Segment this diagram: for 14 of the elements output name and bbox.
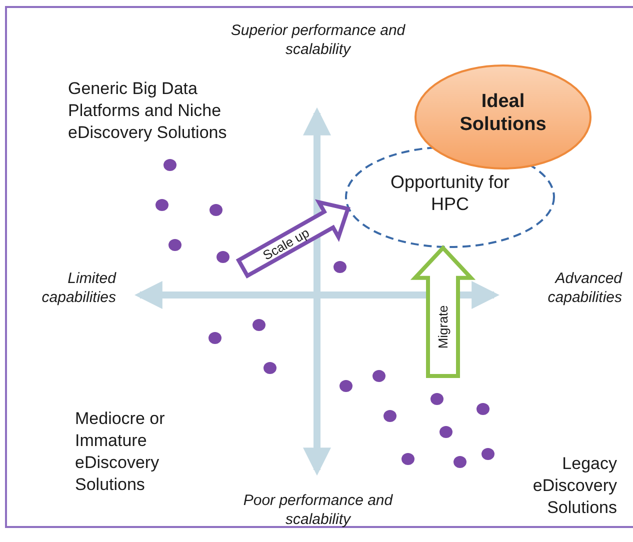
quadrant-label: Mediocre or Immature eDiscovery Solutions xyxy=(75,408,166,496)
edge-label: Scale up xyxy=(260,226,312,262)
edge-label: Migrate xyxy=(436,305,450,349)
node-label: Ideal Solutions xyxy=(458,91,548,137)
filled-ellipse xyxy=(414,64,592,170)
axis-label: Superior performance and scalability xyxy=(230,22,406,60)
quadrant-label: Legacy eDiscovery Solutions xyxy=(532,453,617,520)
block-arrow xyxy=(410,244,476,378)
quadrant-label: Generic Big Data Platforms and Niche eDiscovery Solutions xyxy=(68,78,228,144)
axis-label: Poor performance and scalability xyxy=(242,492,394,530)
axis-label: Limited capabilities xyxy=(40,270,116,308)
node-label: Opportunity for HPC xyxy=(389,172,511,216)
axis-label: Advanced capabilities xyxy=(546,270,622,308)
block-arrow xyxy=(236,199,350,279)
